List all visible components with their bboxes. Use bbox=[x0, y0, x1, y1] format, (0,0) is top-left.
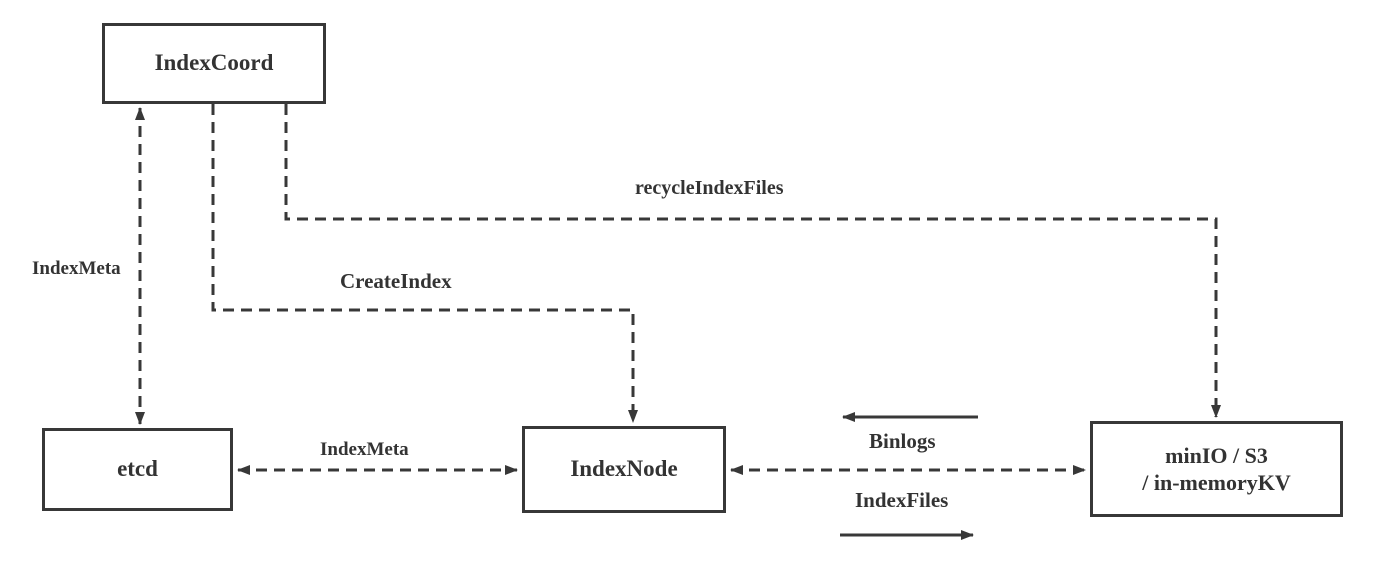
node-indexcoord: IndexCoord bbox=[102, 23, 326, 104]
edge-createindex bbox=[211, 104, 638, 423]
node-indexnode: IndexNode bbox=[522, 426, 726, 513]
node-etcd-label: etcd bbox=[117, 456, 158, 482]
node-etcd: etcd bbox=[42, 428, 233, 511]
edge-label-indexmeta-left: IndexMeta bbox=[32, 258, 121, 279]
node-storage-label-line1: minIO / S3 bbox=[1165, 442, 1268, 468]
edge-label-indexmeta-bottom: IndexMeta bbox=[320, 439, 409, 460]
node-storage-label-line2: / in-memoryKV bbox=[1142, 470, 1291, 495]
edge-recycleindexfiles bbox=[284, 104, 1221, 418]
node-storage: minIO / S3 / in-memoryKV bbox=[1090, 421, 1343, 517]
edge-label-binlogs: Binlogs bbox=[869, 429, 936, 453]
edge-label-createindex: CreateIndex bbox=[340, 269, 452, 293]
edge-label-recycleindexfiles: recycleIndexFiles bbox=[635, 177, 784, 199]
node-indexcoord-label: IndexCoord bbox=[154, 50, 274, 76]
edge-label-indexfiles: IndexFiles bbox=[855, 488, 949, 512]
node-indexnode-label: IndexNode bbox=[570, 456, 678, 482]
